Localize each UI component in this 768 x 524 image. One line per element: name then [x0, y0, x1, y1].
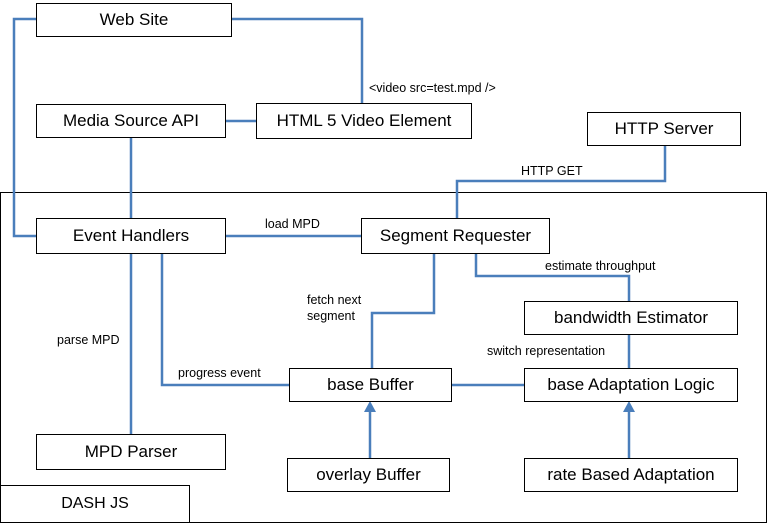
- overlay-buffer-box: overlay Buffer: [287, 458, 450, 492]
- base-buffer-box: base Buffer: [289, 368, 452, 402]
- base-adaptation-logic-box: base Adaptation Logic: [524, 368, 738, 402]
- edge-httpserver-segment: [455, 146, 667, 218]
- load-mpd-label: load MPD: [265, 217, 320, 231]
- html5-video-element-box: HTML 5 Video Element: [256, 103, 472, 139]
- media-source-api-box: Media Source API: [36, 104, 226, 138]
- arrowhead-overlay: [364, 401, 376, 412]
- parse-mpd-label: parse MPD: [57, 333, 120, 347]
- http-get-label: HTTP GET: [521, 164, 583, 178]
- rate-based-adaptation-box: rate Based Adaptation: [524, 458, 738, 492]
- progress-event-label: progress event: [178, 366, 261, 380]
- dash-js-label-box: DASH JS: [0, 485, 190, 523]
- estimate-throughput-label: estimate throughput: [545, 259, 656, 273]
- video-src-label: <video src=test.mpd />: [369, 81, 496, 95]
- segment-requester-box: Segment Requester: [361, 218, 550, 254]
- edge-website-html5: [232, 17, 364, 103]
- http-server-box: HTTP Server: [587, 112, 741, 146]
- fetch-next-line2: segment: [307, 308, 355, 323]
- edge-eventhandlers-buffer: [160, 254, 289, 387]
- switch-representation-label: switch representation: [487, 344, 606, 358]
- event-handlers-box: Event Handlers: [36, 218, 226, 254]
- arrowhead-ratebased: [623, 401, 635, 412]
- bandwidth-estimator-box: bandwidth Estimator: [524, 301, 738, 335]
- edge-segment-bandwidth: [474, 254, 631, 301]
- fetch-next-line1: fetch next: [307, 293, 362, 307]
- dash-js-container: [0, 192, 767, 523]
- mpd-parser-box: MPD Parser: [36, 434, 226, 470]
- edge-website-eventhandlers: [12, 17, 36, 238]
- fetch-next-segment-label: fetch next segment: [307, 293, 361, 324]
- edge-segment-buffer: [370, 254, 436, 368]
- website-box: Web Site: [36, 3, 232, 37]
